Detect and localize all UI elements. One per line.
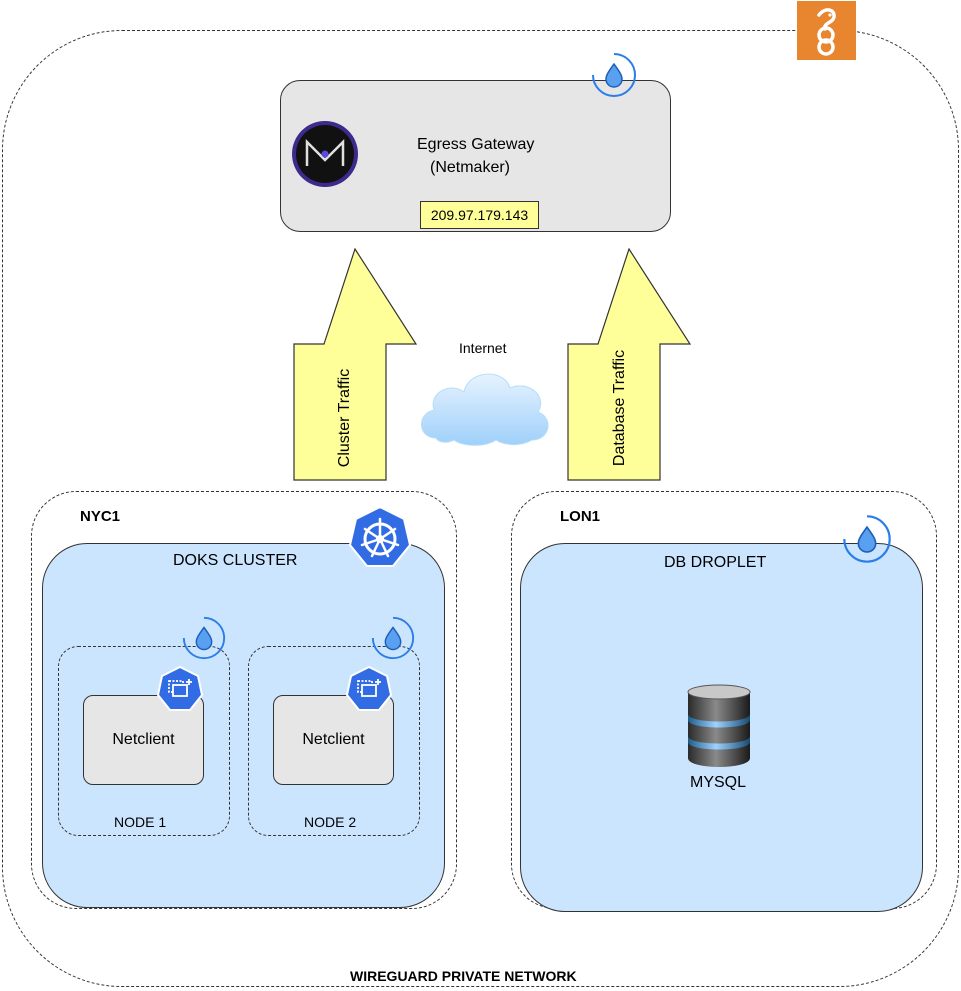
cluster-traffic-label: Cluster Traffic [336, 368, 353, 468]
lon1-region-label: LON1 [560, 508, 601, 525]
droplet-icon [589, 50, 639, 100]
db-droplet-title: DB DROPLET [664, 554, 767, 571]
database-icon [686, 684, 752, 768]
internet-cloud-icon [414, 360, 554, 448]
gateway-title-line2: (Netmaker) [430, 159, 511, 176]
wireguard-network-label: WIREGUARD PRIVATE NETWORK [350, 968, 577, 984]
droplet-icon [369, 614, 417, 662]
wireguard-logo-icon [797, 1, 856, 60]
internet-label: Internet [459, 340, 507, 356]
node2-netclient-label: Netclient [302, 731, 365, 748]
kubernetes-pod-icon [345, 665, 393, 713]
netmaker-logo-icon [291, 120, 359, 188]
droplet-icon [180, 614, 228, 662]
node2-label: NODE 2 [304, 814, 357, 830]
node1-netclient-label: Netclient [112, 731, 175, 748]
wireguard-network-boundary [2, 30, 959, 987]
database-traffic-label: Database Traffic [611, 349, 628, 467]
node2-boundary [248, 646, 420, 836]
nyc1-region-label: NYC1 [80, 508, 121, 525]
mysql-label: MYSQL [690, 774, 747, 791]
kubernetes-pod-icon [156, 665, 204, 713]
nyc1-region [31, 491, 457, 909]
node1-label: NODE 1 [114, 814, 167, 830]
cluster-traffic-arrow [293, 247, 418, 482]
kubernetes-icon [348, 505, 412, 569]
database-traffic-arrow [567, 247, 692, 482]
gateway-ip-badge: 209.97.179.143 [420, 201, 539, 229]
gateway-title-line1: Egress Gateway [417, 136, 535, 153]
doks-cluster-title: DOKS CLUSTER [173, 552, 298, 569]
gateway-ip-text: 209.97.179.143 [430, 207, 529, 223]
node1-boundary [58, 646, 230, 836]
droplet-icon [840, 512, 894, 566]
